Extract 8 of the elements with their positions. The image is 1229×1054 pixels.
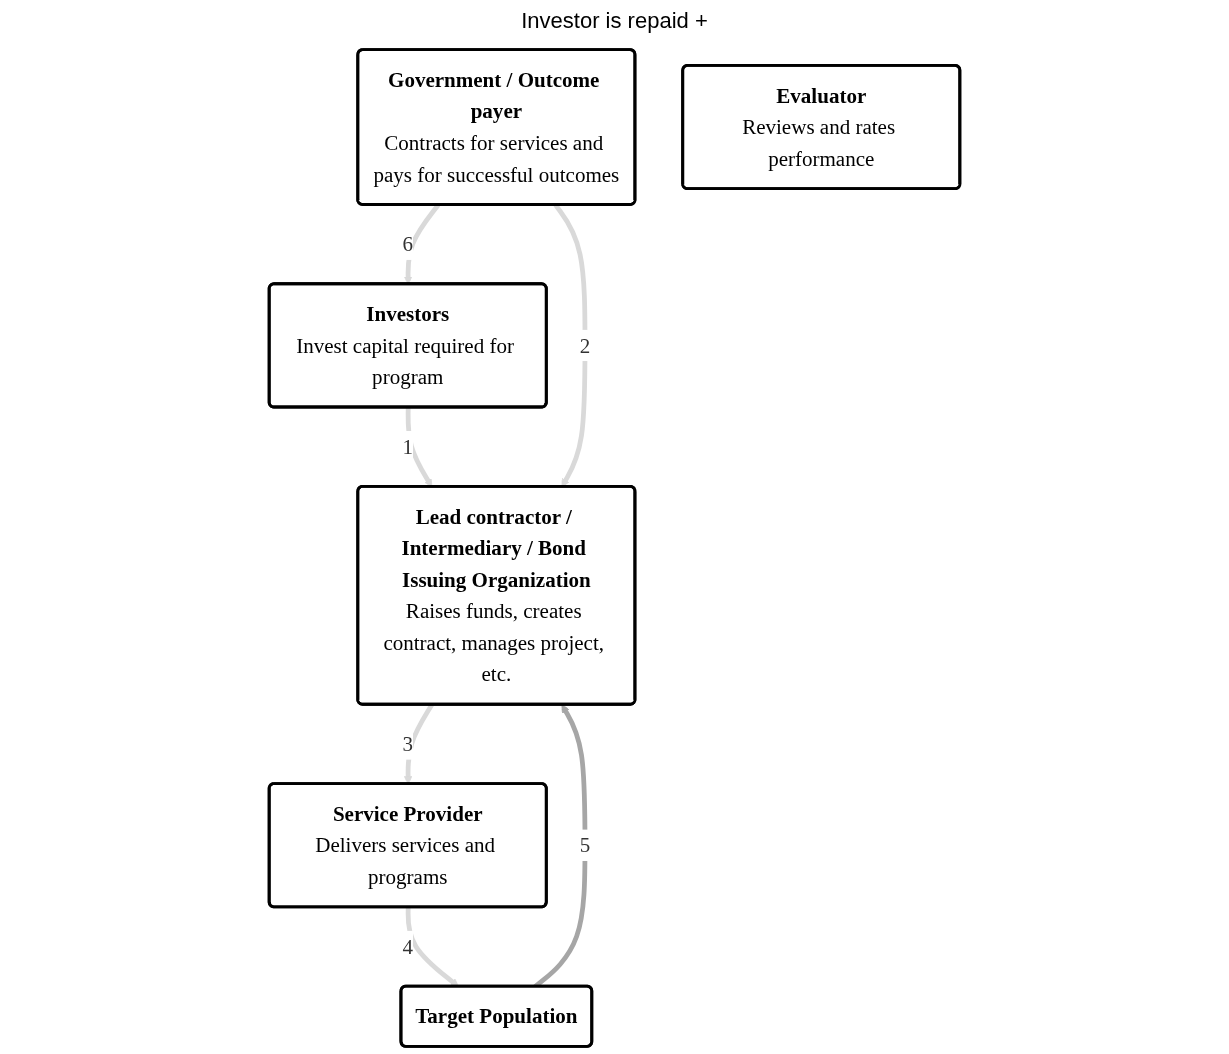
edge-label: 4	[402, 934, 413, 959]
edge-label: 6	[402, 232, 413, 257]
edge-label: 1	[402, 434, 413, 459]
arrow	[405, 907, 459, 987]
note-text: Investor is repaid +	[521, 8, 708, 33]
edge-label: 3	[402, 731, 413, 756]
edge-label: 5	[579, 833, 591, 858]
edge-label: 2	[579, 333, 591, 358]
